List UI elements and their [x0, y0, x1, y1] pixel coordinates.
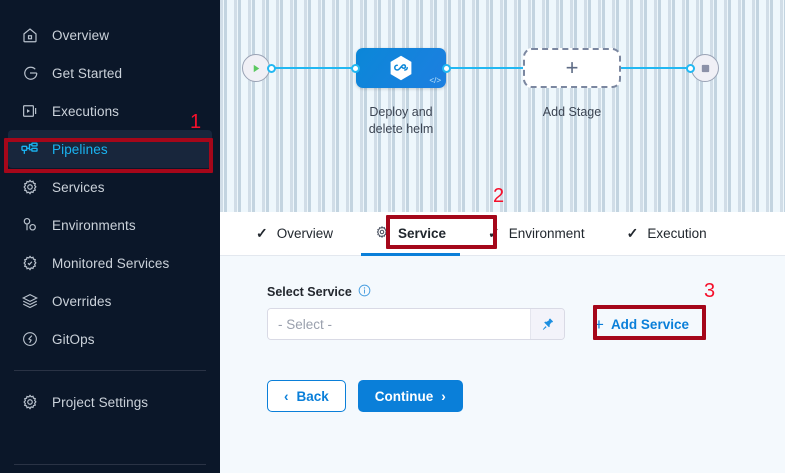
sidebar-footer-label: Project Settings: [52, 394, 149, 410]
service-form: Select Service - Select -: [220, 256, 785, 473]
sidebar-item-gitops[interactable]: GitOps: [8, 320, 212, 358]
add-stage-node[interactable]: +: [523, 48, 621, 88]
annotation-number-1: 1: [190, 111, 202, 133]
port-stage-out[interactable]: [442, 64, 451, 73]
back-label: Back: [296, 388, 329, 404]
pipeline-end-node[interactable]: [691, 54, 719, 82]
port-stage-in[interactable]: [351, 64, 360, 73]
sidebar-item-overrides[interactable]: Overrides: [8, 282, 212, 320]
sidebar-item-get-started[interactable]: Get Started: [8, 54, 212, 92]
check-icon: ✓: [256, 225, 268, 241]
sidebar-bottom-divider: [14, 464, 206, 465]
pipeline-stage-node[interactable]: </>: [356, 48, 446, 88]
sidebar-item-label: Overrides: [52, 293, 112, 309]
wire-start-to-stage: [272, 67, 356, 69]
pipeline-start-node[interactable]: [242, 54, 270, 82]
pipeline-flow: </> +: [220, 48, 785, 88]
form-actions: ‹ Back Continue ›: [267, 380, 785, 412]
stage-tab-bar: ✓ Overview Service ✓ Environment: [220, 212, 785, 256]
plus-icon: +: [594, 314, 604, 334]
tab-service[interactable]: Service: [360, 212, 461, 256]
sidebar-item-executions[interactable]: Executions: [8, 92, 212, 130]
sidebar-divider: [14, 370, 206, 371]
tab-label: Service: [398, 226, 447, 241]
stop-square-icon: [701, 64, 709, 72]
gear-icon: [20, 178, 39, 197]
sidebar-item-label: Services: [52, 179, 105, 195]
environments-icon: [20, 216, 39, 235]
pin-glyph: [542, 318, 553, 330]
home-icon: [20, 26, 39, 45]
sidebar-item-label: Environments: [52, 217, 136, 233]
tab-label: Environment: [508, 226, 585, 241]
check-icon: ✓: [488, 225, 500, 241]
continue-label: Continue: [374, 388, 434, 404]
check-icon: ✓: [626, 225, 639, 241]
monitored-services-icon: [20, 254, 39, 273]
gear-icon: [20, 393, 39, 412]
plus-icon: +: [565, 55, 579, 80]
continue-button[interactable]: Continue ›: [357, 380, 463, 412]
rocket-start-icon: [20, 64, 39, 83]
info-icon[interactable]: [358, 284, 371, 300]
sidebar-item-label: Overview: [52, 27, 110, 43]
sidebar-item-label: GitOps: [52, 331, 95, 347]
stage-label-line2: delete helm: [368, 122, 434, 136]
select-service-input[interactable]: - Select -: [268, 309, 530, 339]
add-service-button[interactable]: + Add Service: [594, 316, 689, 333]
tab-environment[interactable]: ✓ Environment: [482, 212, 591, 255]
layers-icon: [20, 292, 39, 311]
sidebar-item-label: Pipelines: [52, 141, 108, 157]
annotation-number-2: 2: [493, 185, 505, 207]
select-service-label: Select Service: [267, 285, 352, 299]
sidebar: Overview Get Started Executions: [0, 0, 220, 473]
canvas-dot-grid: [220, 0, 785, 212]
stage-label-line1: Deploy and: [369, 105, 433, 119]
pin-icon[interactable]: [530, 309, 564, 339]
sidebar-item-pipelines[interactable]: Pipelines: [8, 130, 212, 168]
sidebar-item-label: Executions: [52, 103, 120, 119]
sidebar-item-overview[interactable]: Overview: [8, 16, 212, 54]
wire-stage-to-add: [447, 67, 525, 69]
add-service-label: Add Service: [610, 316, 689, 332]
pipeline-canvas[interactable]: </> + Deploy and dele: [220, 0, 785, 212]
main-pane: </> + Deploy and dele: [220, 0, 785, 473]
play-box-icon: [20, 102, 39, 121]
sidebar-item-monitored-services[interactable]: Monitored Services: [8, 244, 212, 282]
code-icon: </>: [429, 76, 441, 85]
annotation-number-3: 3: [704, 280, 716, 302]
wire-add-to-end: [621, 67, 689, 69]
gear-icon: [375, 225, 389, 242]
chevron-left-icon: ‹: [284, 388, 289, 404]
sidebar-item-services[interactable]: Services: [8, 168, 212, 206]
port-start[interactable]: [267, 64, 276, 73]
sidebar-item-label: Monitored Services: [52, 255, 170, 271]
sidebar-item-environments[interactable]: Environments: [8, 206, 212, 244]
start-play-icon: [253, 64, 259, 72]
tab-label: Execution: [647, 226, 707, 241]
select-service-control[interactable]: - Select -: [267, 308, 565, 340]
gitops-icon: [20, 330, 39, 349]
select-service-label-row: Select Service: [267, 284, 785, 300]
select-service-row: - Select - + Add Service: [267, 308, 785, 340]
chevron-right-icon: ›: [441, 388, 446, 404]
harness-hexagon-icon: [390, 55, 412, 81]
sidebar-item-label: Get Started: [52, 65, 123, 81]
tab-execution[interactable]: ✓ Execution: [621, 212, 713, 255]
back-button[interactable]: ‹ Back: [267, 380, 346, 412]
tab-overview[interactable]: ✓ Overview: [250, 212, 339, 255]
pipelines-icon: [20, 140, 39, 159]
stage-node-label: Deploy and delete helm: [336, 104, 466, 138]
sidebar-item-project-settings[interactable]: Project Settings: [8, 383, 212, 421]
port-end[interactable]: [686, 64, 695, 73]
tab-label: Overview: [276, 226, 333, 241]
add-stage-label: Add Stage: [542, 105, 602, 119]
